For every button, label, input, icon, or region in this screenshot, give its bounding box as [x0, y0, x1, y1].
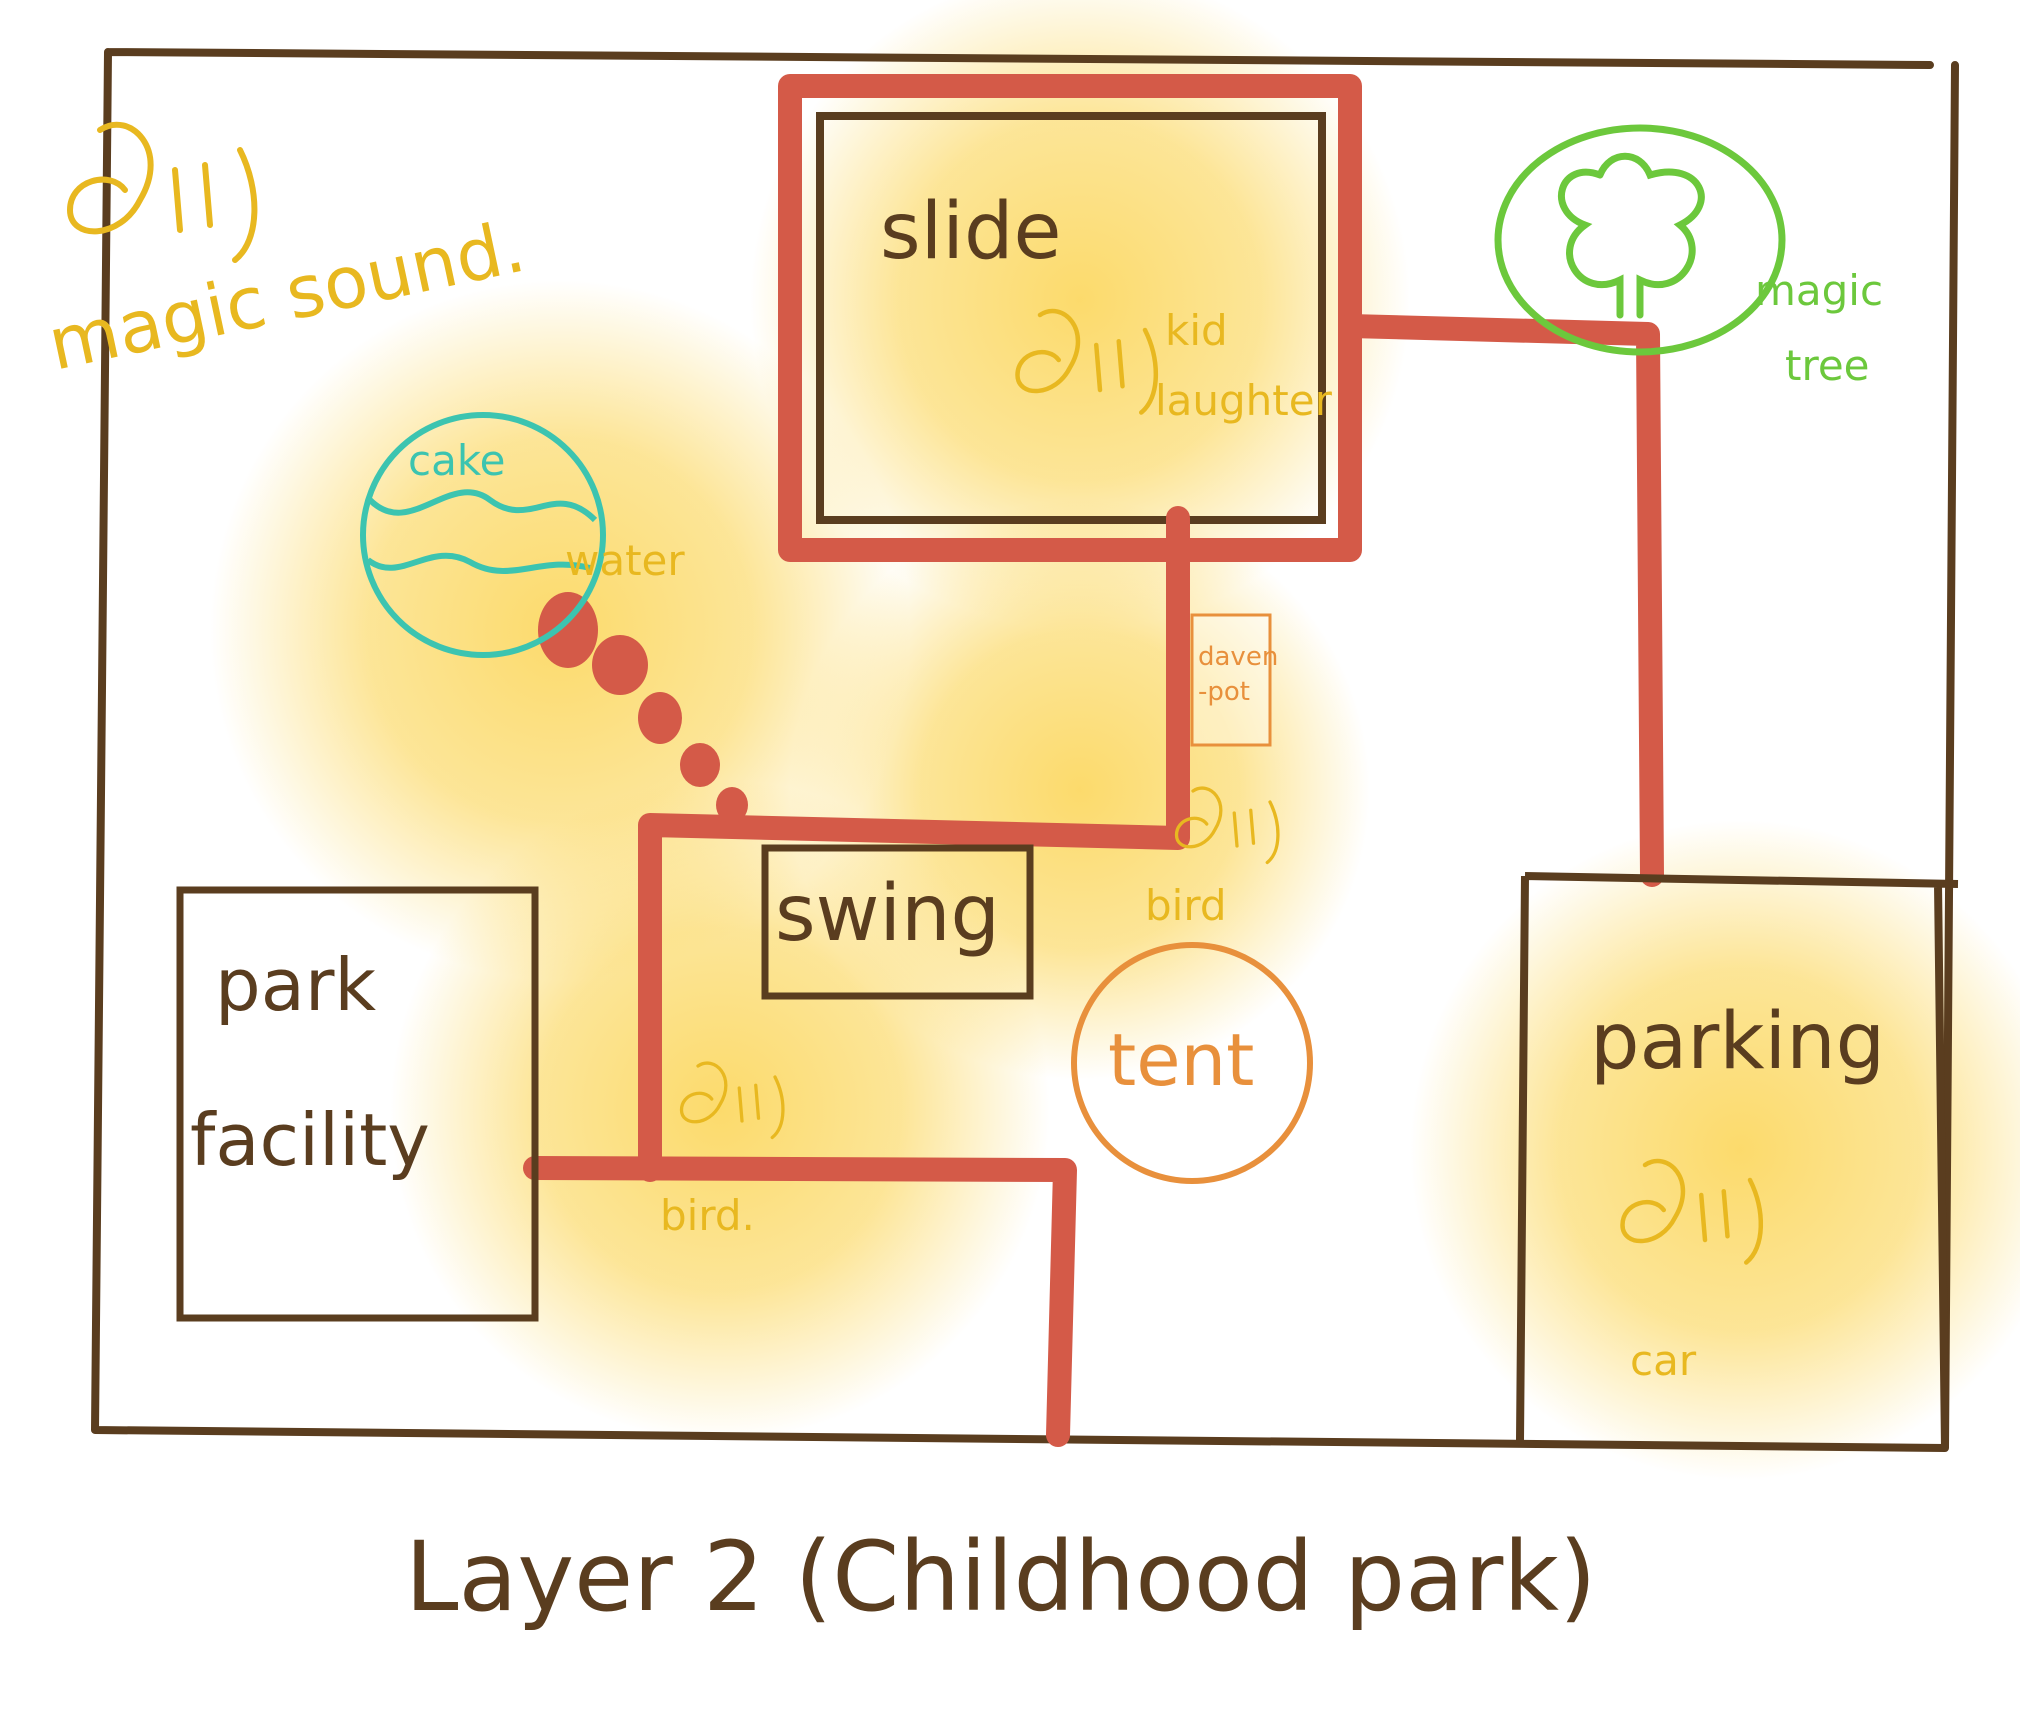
slide-label: slide — [880, 187, 1061, 277]
cake-label: cake — [408, 436, 506, 485]
magic-tree-label: magic — [1755, 266, 1883, 315]
tent-circle — [1071, 942, 1313, 1184]
sound-speaker-icon — [1620, 1158, 1764, 1265]
water-dot — [680, 743, 720, 787]
water-dot — [592, 635, 648, 695]
cake-wave — [367, 489, 598, 523]
water-dot — [638, 692, 682, 744]
path-facility-to-bottom — [523, 1156, 1077, 1447]
glow-slide — [750, 0, 1410, 630]
bird-label: bird. — [660, 1191, 755, 1240]
kid-laughter-label: laughter — [1155, 376, 1333, 425]
water-label: water — [565, 536, 685, 585]
tree-icon — [1557, 152, 1705, 319]
swing-label: swing — [775, 869, 1000, 959]
bird-label: bird — [1145, 881, 1227, 930]
park-boundary — [91, 48, 1959, 1452]
swing-box — [761, 844, 1034, 1000]
sound-speaker-icon — [1015, 308, 1159, 415]
cake-area — [360, 412, 606, 658]
map-title: Layer 2 (Childhood park) — [405, 1521, 1596, 1633]
park-facility-label: facility — [190, 1098, 430, 1182]
sound-icons — [66, 121, 1764, 1265]
water-dot — [716, 787, 748, 823]
water-dots — [538, 592, 748, 823]
water-dot — [538, 592, 598, 668]
car-label: car — [1630, 1336, 1697, 1385]
parking-label: parking — [1590, 997, 1885, 1087]
slide-box — [816, 112, 1326, 524]
glow-parking — [1410, 820, 2020, 1480]
glow-bird-lower — [390, 780, 1050, 1440]
magic-tree-label: tree — [1785, 341, 1870, 390]
park-facility-box — [176, 886, 539, 1322]
walking-paths — [523, 314, 1664, 1447]
daven-pot-box — [1190, 613, 1272, 747]
park-facility-label: park — [215, 943, 376, 1027]
sound-speaker-icon — [66, 121, 258, 263]
path-slide-to-swing — [638, 506, 1190, 1182]
daven-pot-label: daven — [1198, 642, 1278, 672]
parking-box — [1516, 872, 1959, 1449]
kid-laughter-label: kid — [1165, 306, 1228, 355]
magic-tree — [1494, 124, 1786, 356]
daven-pot-label: -pot — [1198, 677, 1250, 707]
tent-label: tent — [1108, 1018, 1254, 1102]
cake-circle — [360, 412, 606, 658]
sound-speaker-icon — [679, 1061, 785, 1140]
sound-speaker-icon — [1174, 786, 1280, 865]
tree-circle — [1494, 124, 1786, 356]
path-slide-to-tree — [1338, 314, 1664, 887]
cake-wave — [366, 552, 591, 574]
